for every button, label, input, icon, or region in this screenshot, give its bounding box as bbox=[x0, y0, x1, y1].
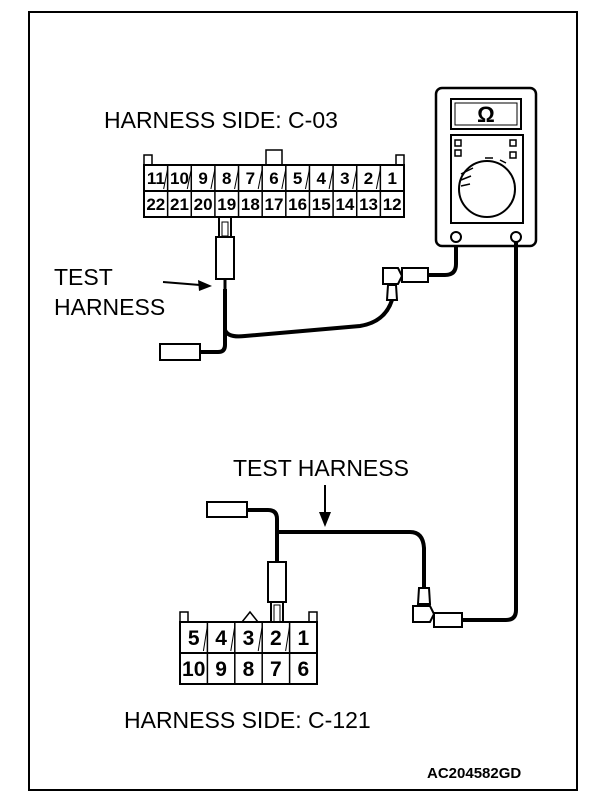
pin-number: 20 bbox=[194, 195, 213, 214]
pin-number: 9 bbox=[215, 658, 227, 681]
harness-side-c121-label: HARNESS SIDE: C-121 bbox=[124, 707, 371, 733]
test-harness-bottom-plug bbox=[206, 501, 248, 518]
figure-code: AC204582GD bbox=[427, 765, 521, 782]
ohmmeter: Ω bbox=[434, 86, 538, 248]
meter-terminal-right bbox=[510, 231, 522, 243]
pin-number: 11 bbox=[147, 169, 165, 188]
cavity-lock-mark bbox=[375, 168, 381, 190]
pin-number: 3 bbox=[340, 169, 349, 188]
cavity-lock-mark bbox=[304, 168, 310, 190]
pin-number: 5 bbox=[188, 627, 200, 650]
pin-number: 8 bbox=[243, 658, 255, 681]
pin-number: 2 bbox=[364, 169, 373, 188]
meter-terminal-left bbox=[450, 231, 462, 243]
pin-number: 1 bbox=[297, 627, 309, 650]
cavity-lock-mark bbox=[186, 168, 192, 190]
c03-probe bbox=[215, 216, 235, 290]
c121-probe bbox=[267, 561, 287, 625]
test-harness-left-label-line1: TEST bbox=[54, 264, 113, 290]
cavity-lock-mark bbox=[234, 168, 240, 190]
pin-number: 22 bbox=[146, 195, 165, 214]
pin-number: 1 bbox=[387, 169, 396, 188]
meter-lead-clip-left bbox=[382, 238, 458, 301]
test-harness-left-plug bbox=[159, 343, 201, 361]
harness-side-c03-label: HARNESS SIDE: C-03 bbox=[104, 107, 338, 133]
test-harness-bottom-label: TEST HARNESS bbox=[233, 455, 409, 481]
pin-number: 6 bbox=[297, 658, 309, 681]
pin-number: 7 bbox=[270, 658, 282, 681]
cavity-lock-mark bbox=[163, 168, 169, 190]
pin-number: 16 bbox=[288, 195, 307, 214]
test-harness-left-wire-stub bbox=[200, 289, 227, 354]
cavity-lock-mark bbox=[257, 168, 263, 190]
cavity-lock-mark bbox=[202, 625, 208, 652]
meter-lead-clip-bottom bbox=[412, 587, 463, 628]
pin-number: 8 bbox=[222, 169, 231, 188]
pin-number: 13 bbox=[359, 195, 378, 214]
meter-lead-right bbox=[462, 242, 518, 622]
ohm-symbol: Ω bbox=[477, 102, 495, 127]
pin-number: 21 bbox=[170, 195, 189, 214]
test-harness-bottom-wire bbox=[277, 530, 426, 588]
pin-number: 19 bbox=[217, 195, 236, 214]
pin-number: 14 bbox=[335, 195, 354, 214]
pin-number: 5 bbox=[293, 169, 302, 188]
pin-number: 9 bbox=[198, 169, 207, 188]
pin-number: 15 bbox=[312, 195, 331, 214]
cavity-lock-mark bbox=[328, 168, 334, 190]
cavity-lock-mark bbox=[285, 625, 291, 652]
cavity-lock-mark bbox=[210, 168, 216, 190]
cavity-lock-mark bbox=[230, 625, 236, 652]
frame-border bbox=[28, 11, 578, 791]
test-harness-bottom-arrow bbox=[319, 485, 331, 527]
pin-number: 4 bbox=[215, 627, 227, 650]
pin-number: 4 bbox=[317, 169, 327, 188]
cavity-lock-mark bbox=[257, 625, 263, 652]
pin-number: 18 bbox=[241, 195, 260, 214]
pin-number: 17 bbox=[265, 195, 284, 214]
test-harness-left-wire bbox=[223, 299, 394, 339]
test-harness-left-arrow bbox=[162, 280, 212, 291]
test-harness-bottom-wire-stub bbox=[247, 508, 279, 563]
pin-number: 10 bbox=[170, 169, 189, 188]
test-harness-left-label-line2: HARNESS bbox=[54, 294, 165, 320]
pin-number: 2 bbox=[270, 627, 282, 650]
pin-number: 7 bbox=[246, 169, 255, 188]
pin-number: 10 bbox=[182, 658, 205, 681]
cavity-lock-mark bbox=[352, 168, 358, 190]
pin-number: 6 bbox=[269, 169, 278, 188]
pin-number: 12 bbox=[383, 195, 402, 214]
cavity-lock-mark bbox=[281, 168, 287, 190]
pin-number: 3 bbox=[243, 627, 255, 650]
meter-dial bbox=[458, 160, 516, 218]
